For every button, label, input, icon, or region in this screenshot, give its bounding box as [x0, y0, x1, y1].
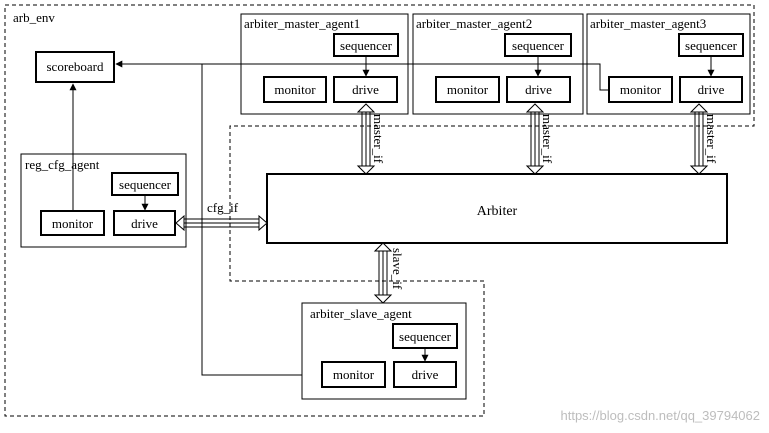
master-agent-2-drive-box[interactable] — [506, 76, 571, 103]
master-agent-1-drive-box[interactable] — [333, 76, 398, 103]
reg-cfg-sequencer-label: sequencer — [119, 177, 172, 192]
master-agent-1-drive-label: drive — [352, 82, 379, 97]
slave-agent[interactable]: arbiter_slave_agent sequencer monitor dr… — [301, 302, 467, 400]
master-agent-2-drive-label: drive — [525, 82, 552, 97]
reg-cfg-agent[interactable]: reg_cfg_agent sequencer monitor drive — [20, 153, 187, 248]
master-agent-2-monitor-box[interactable] — [435, 76, 500, 103]
cfg-if-label: cfg_if — [207, 200, 239, 215]
master-agent-3-monitor-box[interactable] — [608, 76, 673, 103]
master-if-label-2: master_if — [540, 114, 555, 164]
master-agent-2-sequencer-label: sequencer — [512, 38, 565, 53]
master-agent-3-label: arbiter_master_agent3 — [590, 16, 706, 31]
reg-cfg-monitor-label: monitor — [52, 216, 94, 231]
arb-env-boundary — [4, 4, 755, 417]
master-agent-3-drive-box[interactable] — [679, 76, 743, 103]
slave-sequencer-label: sequencer — [399, 329, 452, 344]
master-monitor-to-scoreboard-line — [115, 60, 609, 91]
master-agent-2-monitor-label: monitor — [447, 82, 489, 97]
slave-monitor-label: monitor — [333, 367, 375, 382]
watermark-text: https://blog.csdn.net/qq_39794062 — [561, 408, 761, 423]
slave-if-label: slave_if — [390, 248, 405, 290]
slave-drive-box[interactable] — [393, 361, 457, 388]
master-if-bus-1 — [356, 103, 376, 175]
master-if-label-1: master_if — [371, 114, 386, 164]
slave-monitor-box[interactable] — [321, 361, 386, 388]
arbiter-dut-label: Arbiter — [477, 204, 518, 219]
slave-monitor-to-scoreboard-line — [201, 64, 322, 376]
master-agent-3-sequencer-label: sequencer — [685, 38, 738, 53]
arbiter-dut-box[interactable] — [266, 173, 728, 244]
slave-if-bus — [373, 242, 393, 304]
master-if-bus-2 — [525, 103, 545, 175]
scoreboard-box[interactable] — [35, 51, 115, 83]
master-agent-3[interactable]: arbiter_master_agent3 sequencer monitor … — [586, 13, 751, 115]
arb-env-label: arb_env — [13, 10, 55, 25]
scoreboard-label: scoreboard — [46, 59, 104, 74]
reg-cfg-monitor-box[interactable] — [40, 210, 105, 236]
master-agent-3-monitor-label: monitor — [620, 82, 662, 97]
reg-cfg-drive-label: drive — [131, 216, 158, 231]
master-if-label-3: master_if — [704, 114, 719, 164]
master-agent-1-label: arbiter_master_agent1 — [244, 16, 360, 31]
slave-drive-label: drive — [412, 367, 439, 382]
reg-cfg-agent-label: reg_cfg_agent — [25, 157, 100, 172]
master-agent-1-monitor-label: monitor — [274, 82, 316, 97]
master-agent-2-label: arbiter_master_agent2 — [416, 16, 532, 31]
reg-cfg-drive-box[interactable] — [113, 210, 176, 236]
master-if-bus-3 — [689, 103, 709, 175]
master-agent-3-drive-label: drive — [698, 82, 725, 97]
master-agent-1-sequencer-label: sequencer — [340, 38, 393, 53]
cfg-if-bus — [175, 214, 268, 232]
slave-agent-label: arbiter_slave_agent — [310, 306, 412, 321]
master-agent-1-monitor-box[interactable] — [263, 76, 327, 103]
